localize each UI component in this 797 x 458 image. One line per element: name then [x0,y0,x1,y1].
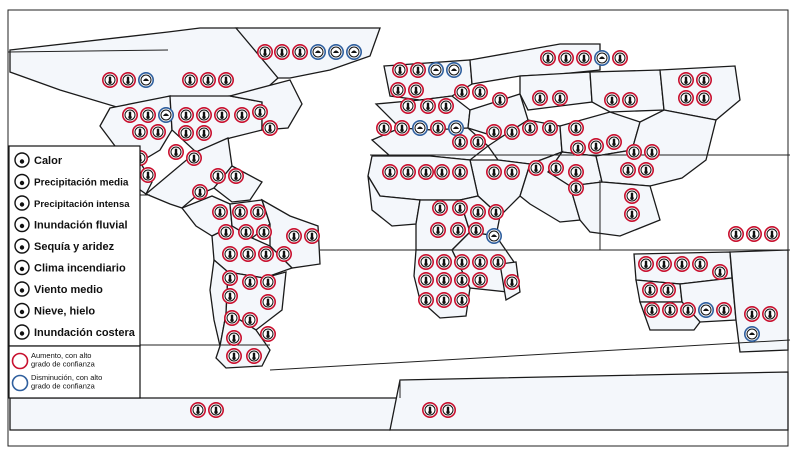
region-east-antarctica [389,371,789,431]
confidence-ring-icon [11,352,29,370]
confidence-ring-icon [11,374,29,392]
confidence-label: grado de confianza [31,382,96,391]
confidence-label: grado de confianza [31,360,96,369]
legend-glyph [19,245,25,250]
legend-glyph [19,331,25,336]
legend-item: Nieve, hielo [14,302,95,319]
confidence-label: Disminución, con alto [31,373,102,382]
legend-item: Precipitación media [14,173,129,190]
legend-glyph [19,202,25,207]
legend-label: Inundación costera [34,327,136,339]
legend-label: Clima incendiario [34,263,126,275]
region-northeast-north-america [229,79,303,131]
legend-label: Precipitación media [34,178,129,189]
legend-label: Inundación fluvial [34,220,128,232]
legend-glyph [19,159,25,164]
region-caribbean [213,165,263,203]
legend-glyph [19,223,25,229]
legend-item: Sequía y aridez [14,238,115,254]
legend-label: Viento medio [34,284,103,296]
legend-glyph [19,288,25,293]
legend-label: Nieve, hielo [34,306,95,318]
legend-label: Precipitación intensa [34,199,130,210]
legend-label: Sequía y aridez [34,241,115,253]
legend-item: Inundación costera [14,324,136,340]
confidence-label: Aumento, con alto [31,351,91,360]
legend-item: Calor [14,152,63,168]
region-greenland [234,27,381,79]
legend-glyph [19,180,25,186]
legend-item: Inundación fluvial [14,216,128,233]
legend-item: Precipitación intensa [14,195,130,211]
legend-item: Clima incendiario [14,259,126,276]
legend-glyph [19,266,25,272]
legend-label: Calor [34,155,63,167]
legend-item: Viento medio [14,281,103,297]
region-west-antarctica [9,397,401,431]
map-frame [7,9,789,447]
legend-glyph [19,309,25,315]
